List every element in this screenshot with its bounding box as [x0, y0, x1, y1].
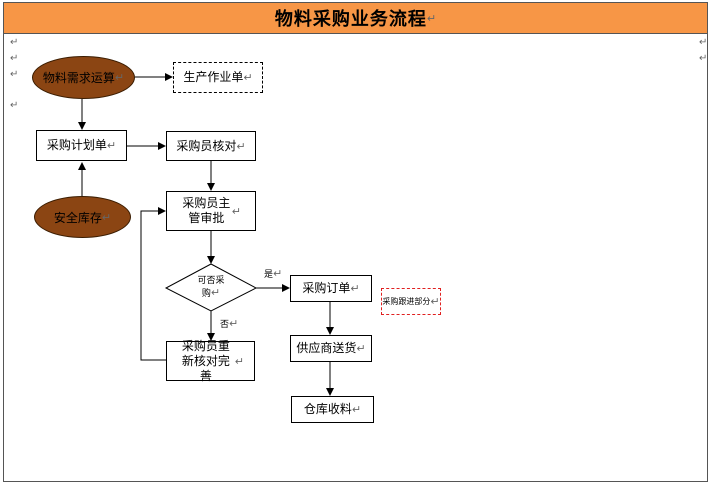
paragraph-mark: ↵ — [350, 282, 360, 295]
safety-stock-label: 安全库存 — [53, 210, 102, 225]
edge-label-yes: 是↵ — [264, 267, 282, 280]
page-title: 物料采购业务流程 — [274, 9, 427, 30]
edge-label-no: 否↵ — [220, 317, 238, 330]
warehouse-receive-node: 仓库收料↵ — [291, 396, 374, 423]
purchase-order-label: 采购订单 — [302, 281, 351, 295]
decision-label: 可否采购↵ — [194, 275, 228, 300]
paragraph-mark: ↵ — [273, 267, 283, 280]
paragraph-mark: ↵ — [101, 210, 112, 224]
warehouse-receive-label: 仓库收料 — [303, 402, 352, 416]
purchase-plan-node: 采购计划单↵ — [36, 130, 127, 161]
paragraph-mark: ↵ — [231, 204, 241, 218]
supplier-delivery-label: 供应商送货 — [296, 341, 357, 355]
paragraph-mark: ↵ — [106, 139, 117, 152]
tracking-note: 采购跟进部分↵ — [381, 288, 441, 315]
paragraph-mark: ↵ — [10, 69, 19, 80]
paragraph-mark: ↵ — [210, 286, 221, 299]
mrp-label: 物料需求运算 — [42, 71, 115, 85]
no-text: 否 — [220, 320, 230, 330]
decision-diamond — [164, 263, 258, 312]
supervisor-approve-node: 采购员主管审批↵ — [166, 191, 256, 231]
buyer-recheck-label: 采购员重新核对完善 — [181, 338, 230, 383]
paragraph-mark: ↵ — [10, 100, 19, 111]
title-bar: 物料采购业务流程 ↵ — [4, 3, 707, 34]
purchase-plan-label: 采购计划单 — [46, 138, 107, 152]
paragraph-mark: ↵ — [426, 11, 437, 25]
supplier-delivery-node: 供应商送货↵ — [290, 335, 372, 362]
decision-text: 可否采购 — [197, 276, 225, 299]
mrp-node: 物料需求运算↵ — [32, 56, 135, 99]
tracking-note-label: 采购跟进部分 — [382, 297, 431, 306]
buyer-check-label: 采购员核对 — [176, 138, 237, 153]
work-order-label: 生产作业单 — [183, 70, 244, 84]
paragraph-mark: ↵ — [10, 53, 19, 64]
paragraph-mark: ↵ — [430, 295, 440, 308]
buyer-check-node: 采购员核对↵ — [166, 131, 256, 161]
paragraph-mark: ↵ — [356, 342, 366, 355]
safety-stock-node: 安全库存↵ — [34, 196, 131, 238]
paragraph-mark: ↵ — [229, 317, 239, 330]
paragraph-mark: ↵ — [243, 71, 253, 84]
paragraph-mark: ↵ — [699, 37, 708, 48]
paragraph-mark: ↵ — [10, 37, 19, 48]
paragraph-mark: ↵ — [351, 403, 362, 416]
paragraph-mark: ↵ — [699, 53, 708, 64]
paragraph-mark: ↵ — [114, 71, 125, 84]
work-order-node: 生产作业单↵ — [173, 62, 263, 93]
buyer-recheck-node: 采购员重新核对完善 ↵ — [166, 338, 255, 383]
edge-recheck-loop — [140, 207, 166, 361]
paragraph-mark: ↵ — [234, 354, 244, 368]
purchase-order-node: 采购订单↵ — [290, 275, 372, 302]
yes-text: 是 — [264, 270, 274, 280]
paragraph-mark: ↵ — [236, 139, 246, 153]
supervisor-approve-label: 采购员主管审批 — [182, 196, 231, 225]
